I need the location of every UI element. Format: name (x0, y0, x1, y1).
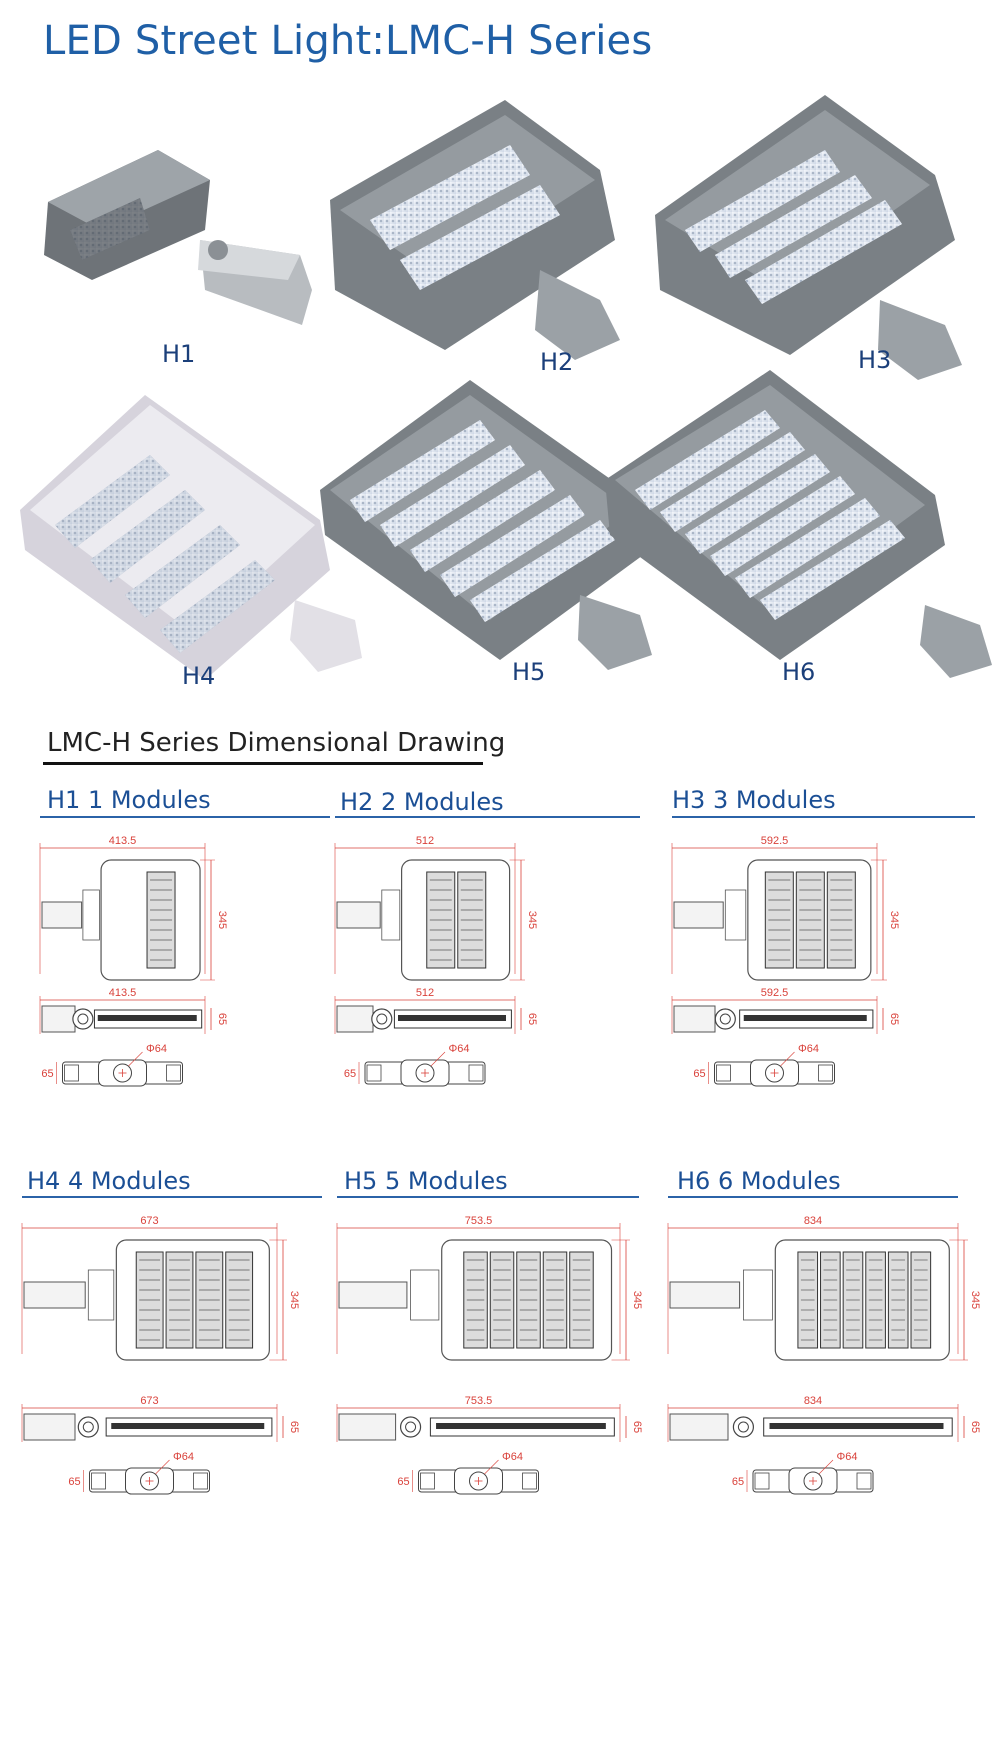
drawing-title-h1: H1 1 Modules (47, 786, 211, 814)
section-title: LMC-H Series Dimensional Drawing (47, 728, 506, 758)
dimension-depth: 65 (216, 1013, 228, 1025)
led-module (426, 871, 456, 969)
product-photo-h3 (655, 95, 962, 380)
dimension-width-side: 834 (804, 1395, 822, 1407)
dimension-diameter: Φ64 (448, 1043, 469, 1055)
led-module (764, 871, 794, 969)
led-module (165, 1251, 194, 1349)
led-module (795, 871, 825, 969)
dimension-height: 345 (969, 1291, 981, 1309)
product-label-h1: H1 (162, 340, 196, 368)
dimension-width-side: 673 (140, 1395, 158, 1407)
dimension-diameter: Φ64 (502, 1451, 523, 1463)
dimension-bracket-height: 65 (693, 1068, 705, 1080)
dimension-bracket-height: 65 (68, 1476, 80, 1488)
drawing-rule-h6 (668, 1196, 958, 1198)
product-photo-gallery (20, 95, 992, 680)
led-module (457, 871, 487, 969)
product-photo-h6 (605, 370, 992, 678)
led-module (463, 1251, 488, 1349)
drawing-rule-h4 (22, 1196, 322, 1198)
led-module (569, 1251, 594, 1349)
dimension-height: 345 (526, 911, 538, 929)
drawing-title-h5: H5 5 Modules (344, 1167, 508, 1195)
dimension-depth: 65 (969, 1421, 981, 1433)
product-photo-h1 (44, 150, 312, 325)
dimension-height: 345 (216, 911, 228, 929)
led-module (842, 1251, 864, 1349)
dimension-width-side: 592.5 (761, 987, 789, 999)
dimension-width-top: 673 (140, 1215, 158, 1227)
product-photo-h2 (330, 100, 620, 360)
dimension-diameter: Φ64 (798, 1043, 819, 1055)
dimension-width-top: 753.5 (465, 1215, 493, 1227)
led-module (910, 1251, 932, 1349)
led-module (887, 1251, 909, 1349)
dimension-bracket-height: 65 (344, 1068, 356, 1080)
dimension-width-side: 512 (416, 987, 434, 999)
drawing-title-h2: H2 2 Modules (340, 788, 504, 816)
drawing-rule-h3 (672, 816, 975, 818)
page-title: LED Street Light:LMC-H Series (43, 18, 653, 64)
led-module (195, 1251, 224, 1349)
drawing-rule-h1 (40, 816, 330, 818)
dimension-width-top: 512 (416, 835, 434, 847)
product-photo-h5 (320, 380, 652, 670)
led-module (225, 1251, 254, 1349)
led-module (797, 1251, 819, 1349)
section-underline (43, 762, 483, 765)
dimension-bracket-height: 65 (397, 1476, 409, 1488)
drawing-title-h3: H3 3 Modules (672, 786, 836, 814)
led-module (146, 871, 176, 969)
dimension-bracket-height: 65 (41, 1068, 53, 1080)
dimension-depth: 65 (888, 1013, 900, 1025)
dimension-diameter: Φ64 (836, 1451, 857, 1463)
drawing-rule-h2 (335, 816, 640, 818)
dimension-depth: 65 (526, 1013, 538, 1025)
led-module (135, 1251, 164, 1349)
dimension-diameter: Φ64 (146, 1043, 167, 1055)
product-label-h5: H5 (512, 658, 546, 686)
dimension-width-top: 592.5 (761, 835, 789, 847)
dimension-width-top: 413.5 (109, 835, 137, 847)
led-module (516, 1251, 541, 1349)
dimension-height: 345 (631, 1291, 643, 1309)
led-module (820, 1251, 841, 1349)
led-module (865, 1251, 886, 1349)
dimension-width-side: 753.5 (465, 1395, 493, 1407)
dimension-depth: 65 (631, 1421, 643, 1433)
product-label-h6: H6 (782, 658, 816, 686)
dimension-height: 345 (288, 1291, 300, 1309)
dimension-diameter: Φ64 (173, 1451, 194, 1463)
dimension-width-top: 834 (804, 1215, 822, 1227)
drawing-title-h6: H6 6 Modules (677, 1167, 841, 1195)
dimension-depth: 65 (288, 1421, 300, 1433)
product-photo-h4 (20, 395, 362, 680)
product-label-h4: H4 (182, 662, 216, 690)
led-module (542, 1251, 568, 1349)
led-module (826, 871, 856, 969)
dimension-width-side: 413.5 (109, 987, 137, 999)
product-label-h3: H3 (858, 346, 892, 374)
dimension-bracket-height: 65 (732, 1476, 744, 1488)
drawing-rule-h5 (337, 1196, 639, 1198)
drawing-title-h4: H4 4 Modules (27, 1167, 191, 1195)
dimension-height: 345 (888, 911, 900, 929)
product-label-h2: H2 (540, 348, 574, 376)
led-module (489, 1251, 515, 1349)
